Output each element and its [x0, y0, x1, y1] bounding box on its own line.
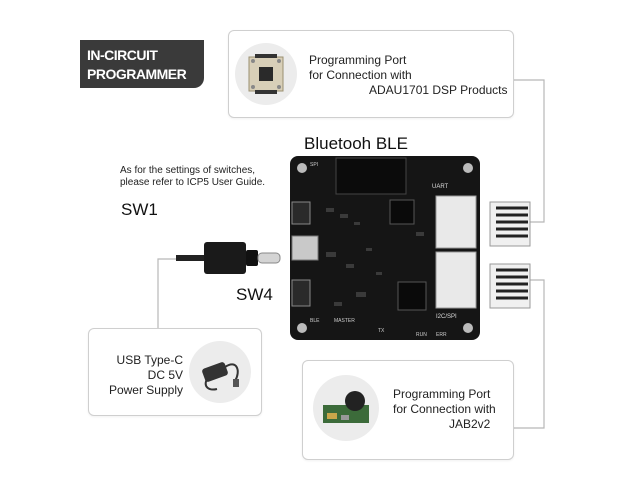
master-silkscreen: MASTER [334, 318, 355, 324]
main-chip [397, 281, 427, 311]
title-line-2: PROGRAMMER [87, 66, 187, 82]
tx-silkscreen: TX [378, 328, 385, 334]
callout-jab2v2: Programming Port for Connection with JAB… [302, 360, 514, 460]
mcu-chip [389, 199, 415, 225]
usb-c-cable [176, 242, 281, 274]
bluetooth-label: Bluetooh BLE [304, 134, 408, 153]
callout-top-line-2: for Connection with [309, 68, 412, 82]
usb-c-tip [257, 252, 281, 264]
switch-note-line-1: As for the settings of switches, [120, 165, 256, 176]
usb-c-socket [291, 235, 319, 261]
dsp-board-icon [248, 54, 284, 94]
usb-cable-wire [176, 255, 208, 261]
pcb-board: UART I2C/SPI SPI BLE MASTER RUN ERR TX [290, 156, 480, 340]
ribbon-connector-bottom [489, 263, 531, 309]
i2c-spi-silkscreen: I2C/SPI [436, 314, 457, 320]
uart-silkscreen: UART [432, 184, 449, 190]
callout-power-line-3: Power Supply [108, 383, 183, 397]
sw4-switch [291, 279, 311, 307]
run-silkscreen: RUN [416, 332, 427, 338]
callout-power-line-1: USB Type-C [116, 353, 183, 367]
sw1-label: SW1 [121, 200, 158, 219]
uart-header [435, 195, 477, 249]
title-badge: IN-CIRCUIT PROGRAMMER [80, 40, 204, 88]
power-adapter-icon [202, 362, 239, 391]
callout-top-line-1: Programming Port [309, 53, 407, 67]
sw4-label: SW4 [236, 285, 273, 304]
jab2-board-thumbnail [313, 375, 379, 441]
ribbon-connector-top [489, 201, 531, 247]
sw1-switch [291, 201, 311, 225]
callout-power-line-2: DC 5V [147, 368, 183, 382]
title-line-1: IN-CIRCUIT [87, 47, 158, 63]
spi-silkscreen: SPI [310, 162, 318, 168]
callout-adau1701: Programming Port for Connection with ADA… [228, 30, 514, 118]
callout-bottom-line-1: Programming Port [393, 387, 491, 401]
usb-plug-collar [246, 250, 258, 266]
callout-power: USB Type-C DC 5V Power Supply [88, 328, 262, 416]
callout-top-line-3: ADAU1701 DSP Products [369, 83, 508, 97]
ble-module [335, 157, 407, 195]
mounting-holes [297, 163, 473, 333]
callout-bottom-line-3: JAB2v2 [449, 417, 491, 431]
pcb-substrate [290, 156, 480, 340]
smd-components [326, 208, 424, 306]
power-adapter-thumbnail [189, 341, 251, 403]
switch-note: As for the settings of switches, please … [120, 165, 290, 189]
callout-bottom-line-2: for Connection with [393, 402, 496, 416]
err-silkscreen: ERR [436, 332, 447, 338]
i2c-spi-header [435, 251, 477, 309]
dsp-board-thumbnail [235, 43, 297, 105]
usb-plug-body [204, 242, 246, 274]
ble-silkscreen: BLE [310, 318, 320, 324]
jab2-board-icon [323, 391, 369, 423]
switch-note-line-2: please refer to ICP5 User Guide. [120, 177, 266, 188]
